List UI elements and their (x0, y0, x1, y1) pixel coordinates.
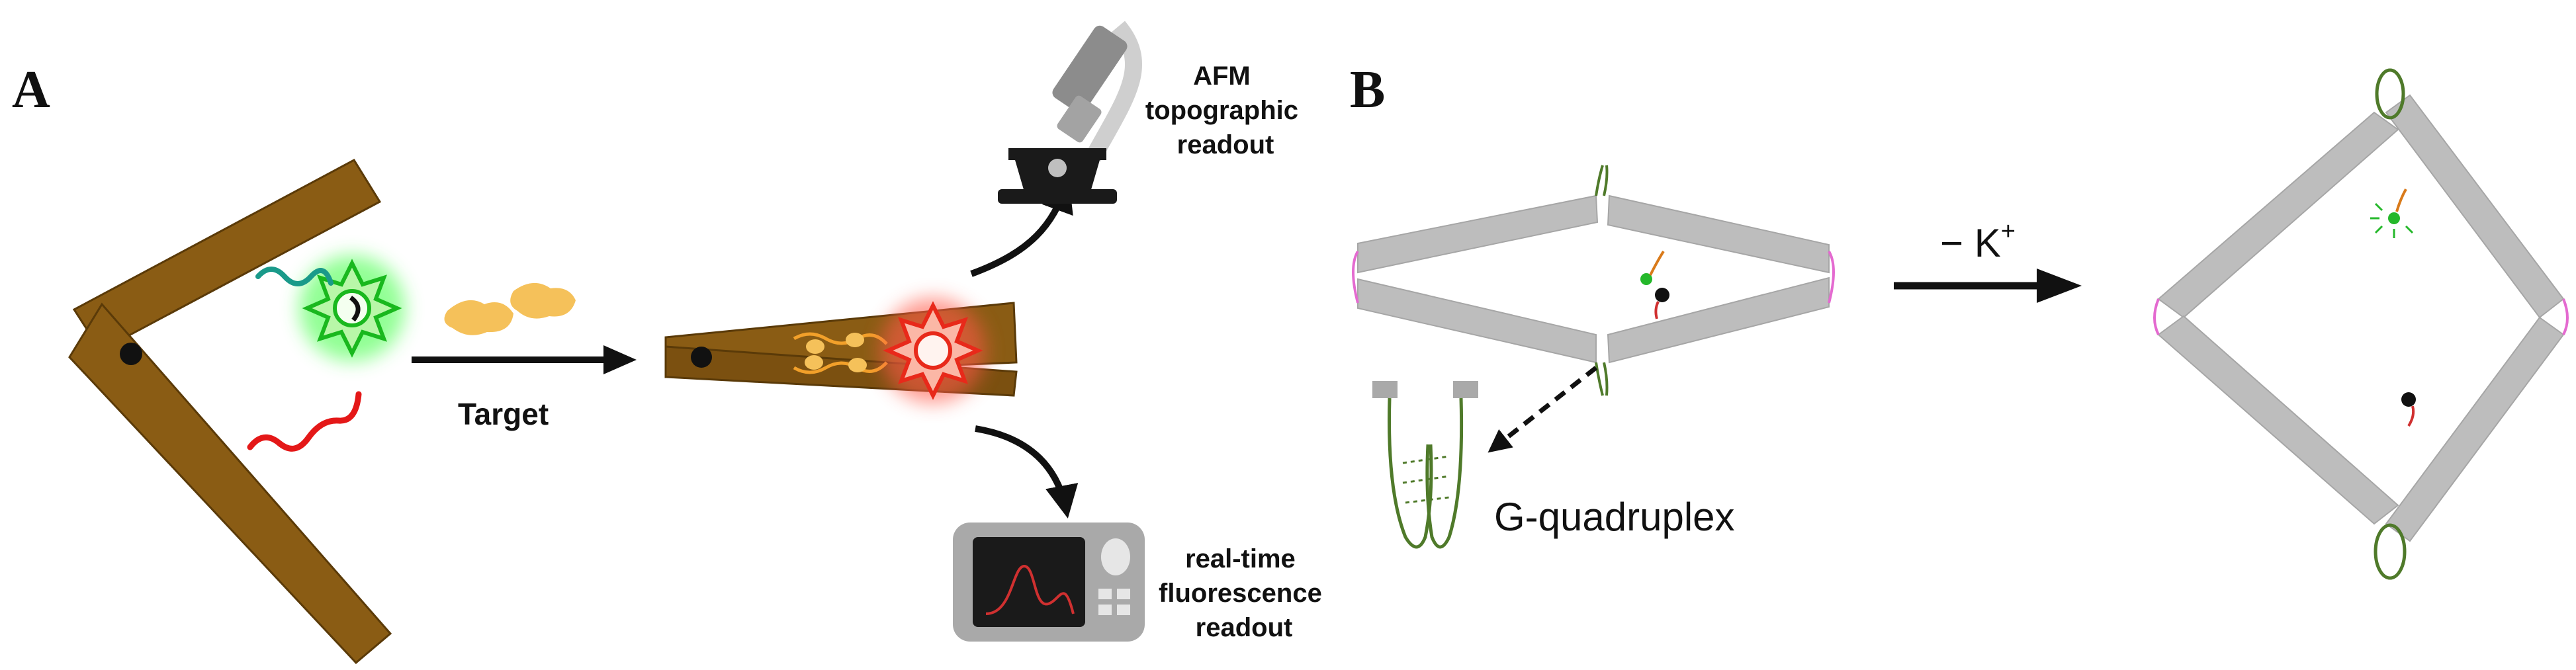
fluorescence-readout-text: real-time fluorescence readout (1159, 544, 1329, 642)
open-origami-tweezer (68, 159, 392, 665)
callout-arrow (1488, 366, 1598, 453)
panel-b-label: B (1350, 61, 1385, 119)
g-quadruplex-label: G-quadruplex (1494, 495, 1735, 539)
red-fluorophore (880, 298, 986, 403)
fluorescence-readout-line-1: real-time (1185, 544, 1296, 573)
target-arrow-label: Target (458, 397, 549, 431)
afm-readout-line-2: topographic (1145, 96, 1298, 125)
panel-a-label: A (12, 61, 50, 119)
red-dna-strand (247, 391, 362, 452)
target-molecules (444, 282, 576, 335)
closed-rhombus-origami (1352, 165, 1835, 396)
potassium-removal-arrow (1894, 269, 2082, 303)
afm-readout-line-1: AFM (1193, 62, 1251, 91)
target-arrow (412, 345, 637, 374)
pivot-dot (120, 343, 142, 365)
open-square-origami (2153, 68, 2569, 580)
afm-readout-text: AFM topographic readout (1145, 62, 1306, 159)
arrow-to-fluorescence (975, 425, 1079, 519)
fluorescence-readout-line-2: fluorescence (1159, 579, 1322, 608)
potassium-arrow-label: − K+ (1940, 218, 2016, 265)
fluorescence-readout-line-3: readout (1196, 613, 1293, 642)
afm-microscope-icon (998, 21, 1143, 204)
fluorescence-monitor-icon (953, 523, 1145, 642)
quencher-dot (2401, 392, 2416, 407)
potassium-arrow-label-superscript: + (2001, 218, 2016, 245)
green-fluorophore-small (2370, 188, 2414, 238)
potassium-arrow-label-main: − K (1940, 221, 2001, 265)
green-fluorophore-probe (255, 255, 405, 361)
afm-readout-line-3: readout (1177, 130, 1274, 159)
g-quadruplex-structure (1372, 381, 1478, 549)
